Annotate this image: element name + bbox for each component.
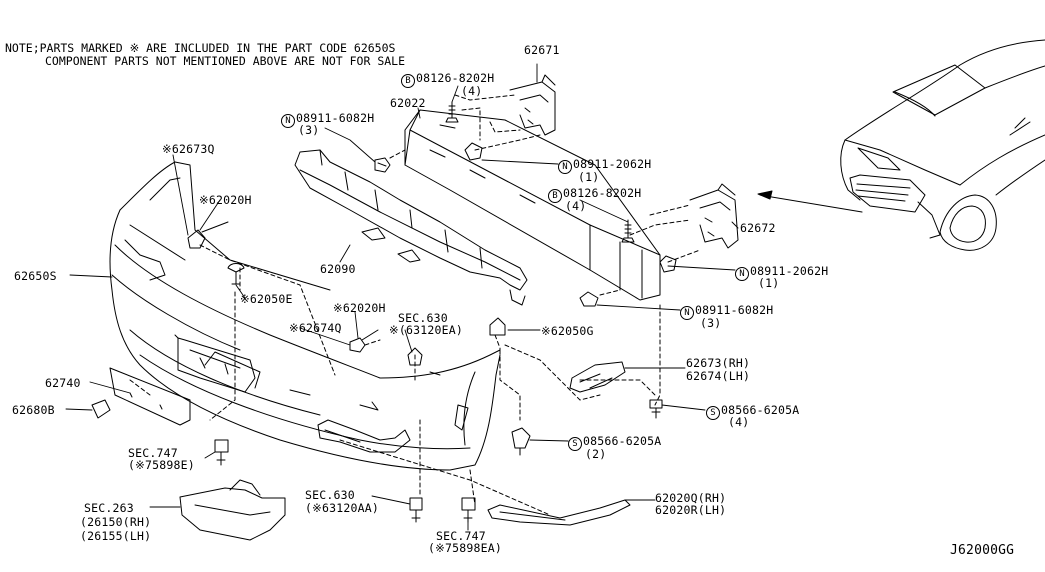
part-code: 08566-6205A: [721, 403, 800, 417]
part-label-62674-lh[interactable]: 62674(LH): [686, 369, 751, 383]
screw-symbol-icon: S: [568, 437, 582, 451]
direction-arrow: [757, 190, 863, 213]
quantity-label: (1): [578, 170, 600, 184]
part-label-62020h-lower[interactable]: ※62020H: [333, 301, 386, 315]
lower-trim-strip: [487, 499, 631, 526]
part-label-62022[interactable]: 62022: [390, 96, 426, 110]
front-bumper-fascia: [109, 161, 501, 471]
side-bracket: [569, 361, 626, 393]
part-code: 08911-6082H: [695, 303, 774, 317]
part-code: 08911-6082H: [296, 111, 375, 125]
quantity-label: (4): [728, 415, 750, 429]
quantity-label: (1): [758, 276, 780, 290]
energy-absorber: [294, 149, 528, 306]
quantity-label: (2): [585, 447, 607, 461]
quantity-label: (3): [700, 316, 722, 330]
bolt-symbol-icon: B: [548, 189, 562, 203]
leader-lines: [65, 63, 739, 531]
fog-lamp-left: [179, 479, 286, 541]
note-line-2: COMPONENT PARTS NOT MENTIONED ABOVE ARE …: [45, 54, 406, 68]
guide-lines: [129, 94, 701, 516]
sec-747-sub-left: (※75898E): [128, 458, 195, 472]
screw-symbol-icon: S: [706, 406, 720, 420]
part-code: 08126-8202H: [416, 71, 495, 85]
part-label-62680b[interactable]: 62680B: [12, 403, 55, 417]
sec-747-label-lower[interactable]: SEC.747: [436, 529, 486, 543]
part-label-62020r-lh[interactable]: 62020R(LH): [655, 503, 727, 517]
part-label-62674q[interactable]: ※62674Q: [289, 321, 342, 335]
fasteners: [187, 101, 677, 523]
part-label-62020q-rh[interactable]: 62020Q(RH): [655, 491, 727, 505]
nut-symbol-icon: N: [680, 306, 694, 320]
bolt-symbol-icon: B: [401, 74, 415, 88]
nut-symbol-icon: N: [281, 114, 295, 128]
bracket-62672: [689, 183, 739, 249]
part-label-62090[interactable]: 62090: [320, 262, 356, 276]
part-label-62050g[interactable]: ※62050G: [541, 324, 594, 338]
sec-747-sub-lower: (※75898EA): [428, 541, 502, 555]
quantity-label: (4): [565, 199, 587, 213]
part-code: 08566-6205A: [583, 434, 662, 448]
part-label-62672[interactable]: 62672: [740, 221, 776, 235]
sec-630-sub-upper: ※(63120EA): [389, 323, 463, 337]
part-code: 08911-2062H: [750, 264, 829, 278]
nut-symbol-icon: N: [558, 160, 572, 174]
sec-630-label-lower[interactable]: SEC.630: [305, 488, 355, 502]
part-label-62671[interactable]: 62671: [524, 43, 560, 57]
diagram-code: J62000GG: [950, 543, 1015, 558]
sec-747-label-left[interactable]: SEC.747: [128, 446, 178, 460]
quantity-label: (4): [461, 84, 483, 98]
part-label-62673-rh[interactable]: 62673(RH): [686, 356, 751, 370]
license-plate: [91, 367, 191, 426]
part-label-62650s[interactable]: 62650S: [14, 269, 57, 283]
part-label-62740[interactable]: 62740: [45, 376, 81, 390]
sec-263-lh: (26155(LH): [80, 529, 152, 543]
nut-symbol-icon: N: [735, 267, 749, 281]
sec-263-label[interactable]: SEC.263: [84, 501, 134, 515]
part-label-62673q[interactable]: ※62673Q: [162, 142, 215, 156]
sec-263-rh: (26150(RH): [80, 515, 152, 529]
part-label-62020h-upper[interactable]: ※62020H: [199, 193, 252, 207]
part-code: 08911-2062H: [573, 157, 652, 171]
sec-630-label-upper[interactable]: SEC.630: [398, 311, 448, 325]
bumper-reinforcement: [404, 109, 661, 301]
sec-630-sub-lower: (※63120AA): [305, 501, 379, 515]
vehicle-illustration: [840, 39, 1045, 251]
part-label-62050e[interactable]: ※62050E: [240, 292, 293, 306]
note-line-1: NOTE;PARTS MARKED ※ ARE INCLUDED IN THE …: [5, 41, 396, 55]
bracket-62671: [509, 74, 556, 136]
part-code: 08126-8202H: [563, 186, 642, 200]
license-bracket: [177, 337, 256, 393]
quantity-label: (3): [298, 123, 320, 137]
